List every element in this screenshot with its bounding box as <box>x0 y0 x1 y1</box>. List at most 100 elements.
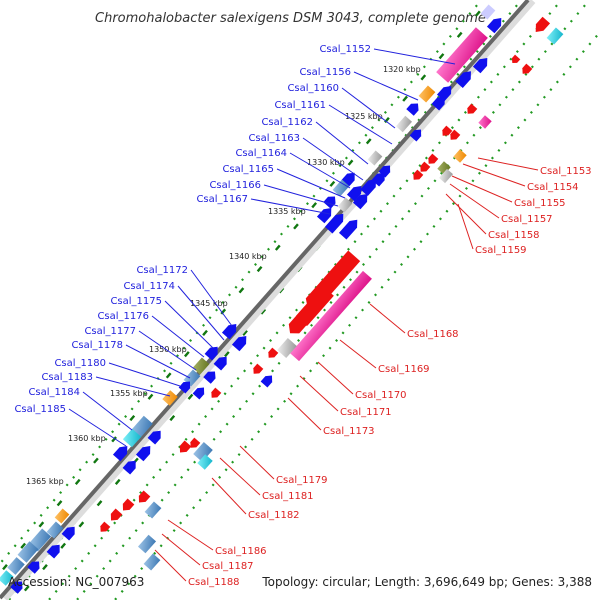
orange-gene <box>54 508 70 524</box>
forward-gene <box>61 526 75 541</box>
leader-line <box>161 533 201 566</box>
gene-label: Csal_1157 <box>501 214 553 225</box>
leader-line <box>177 285 225 341</box>
leader-line <box>250 198 331 215</box>
steel-gene <box>193 442 213 462</box>
leader-line <box>451 175 513 203</box>
ruler-tick-label: 1360 kbp <box>68 434 106 443</box>
leader-line <box>219 457 261 496</box>
leader-line <box>315 121 369 165</box>
leader-line <box>457 203 474 250</box>
label-leader-lines <box>68 48 539 582</box>
ruler-tick-label: 1350 kbp <box>149 345 187 354</box>
faint-gene <box>480 4 496 20</box>
genome-summary-text: Topology: circular; Length: 3,696,649 bp… <box>261 575 592 589</box>
forward-gene <box>486 18 502 34</box>
reverse-gene <box>268 347 279 358</box>
cyan-gene <box>546 27 564 45</box>
olive-gene <box>192 357 210 375</box>
gene-label: Csal_1181 <box>262 491 314 502</box>
gene-label: Csal_1153 <box>540 166 592 177</box>
reverse-gene <box>420 161 431 172</box>
leader-line <box>317 361 354 395</box>
cyan-gene <box>122 428 142 448</box>
leader-line <box>445 193 487 235</box>
gene-label: Csal_1180 <box>54 358 106 369</box>
forward-gene <box>360 179 376 197</box>
forward-gene <box>455 71 471 89</box>
gene-label: Csal_1187 <box>202 561 254 572</box>
map-title: Chromohalobacter salexigens DSM 3043, co… <box>95 11 486 26</box>
steel-gene <box>17 541 39 563</box>
leader-line <box>449 183 500 219</box>
gene-label: Csal_1183 <box>41 372 93 383</box>
steel-gene <box>7 557 25 575</box>
orange-gene <box>418 85 436 103</box>
leader-line <box>462 163 526 187</box>
reverse-gene <box>179 440 192 453</box>
gene-label: Csal_1166 <box>209 180 261 191</box>
leader-line <box>339 339 377 369</box>
forward-gene <box>406 103 419 116</box>
steel-gene <box>137 534 157 554</box>
forward-gene <box>112 446 128 462</box>
ruler-tick-label: 1320 kbp <box>383 65 421 74</box>
leader-line <box>95 376 171 397</box>
leader-line <box>68 408 127 447</box>
forward-gene <box>431 96 445 111</box>
reverse-gene <box>413 169 424 180</box>
genome-backbone <box>0 0 536 600</box>
gene-label: Csal_1165 <box>222 164 274 175</box>
reverse-gene <box>288 306 316 334</box>
gene-label: Csal_1176 <box>97 311 149 322</box>
leader-line <box>125 344 191 379</box>
gene-label: Csal_1175 <box>110 296 162 307</box>
gene-label: Csal_1188 <box>188 577 240 588</box>
forward-gene <box>46 544 60 559</box>
leader-line <box>373 48 456 65</box>
forward-gene <box>192 387 205 400</box>
ruler-tick-label: 1340 kbp <box>229 252 267 261</box>
ruler-tick-label: 1355 kbp <box>110 389 148 398</box>
leader-line <box>287 397 322 431</box>
forward-gene <box>378 165 391 178</box>
reverse-gene <box>522 63 533 74</box>
forward-gene <box>338 219 358 240</box>
forward-gene <box>122 460 136 475</box>
forward-gene <box>221 324 237 340</box>
forward-gene <box>352 194 368 210</box>
gene-label: Csal_1179 <box>276 475 328 486</box>
leader-line <box>211 477 247 515</box>
grey-gene <box>439 168 453 184</box>
gene-features <box>0 4 564 594</box>
forward-gene <box>371 172 385 187</box>
dash-track <box>0 0 492 575</box>
orange-gene <box>453 149 467 163</box>
pink-gene <box>478 115 492 129</box>
gene-label: Csal_1184 <box>28 387 80 398</box>
gene-label: Csal_1163 <box>248 133 300 144</box>
reverse-gene <box>138 490 151 503</box>
ruler-tick-label: 1335 kbp <box>268 207 306 216</box>
gene-label: Csal_1158 <box>488 230 540 241</box>
map-footer: Accession: NC_007963 Topology: circular;… <box>8 575 592 589</box>
dash-track <box>15 0 532 600</box>
dot-track <box>113 30 600 600</box>
forward-gene <box>472 58 488 74</box>
reverse-gene <box>211 387 222 398</box>
leader-line <box>341 87 396 129</box>
reverse-gene <box>253 363 264 374</box>
reverse-gene <box>100 521 111 532</box>
rrna-gene <box>436 27 488 83</box>
forward-gene <box>178 381 191 394</box>
leader-line <box>328 104 393 145</box>
reverse-gene <box>467 103 478 114</box>
leader-line <box>151 315 205 358</box>
forward-gene <box>341 172 355 187</box>
leader-line <box>302 137 364 181</box>
leader-line <box>82 391 133 431</box>
gene-label: Csal_1185 <box>14 404 66 415</box>
leader-line <box>299 375 339 412</box>
